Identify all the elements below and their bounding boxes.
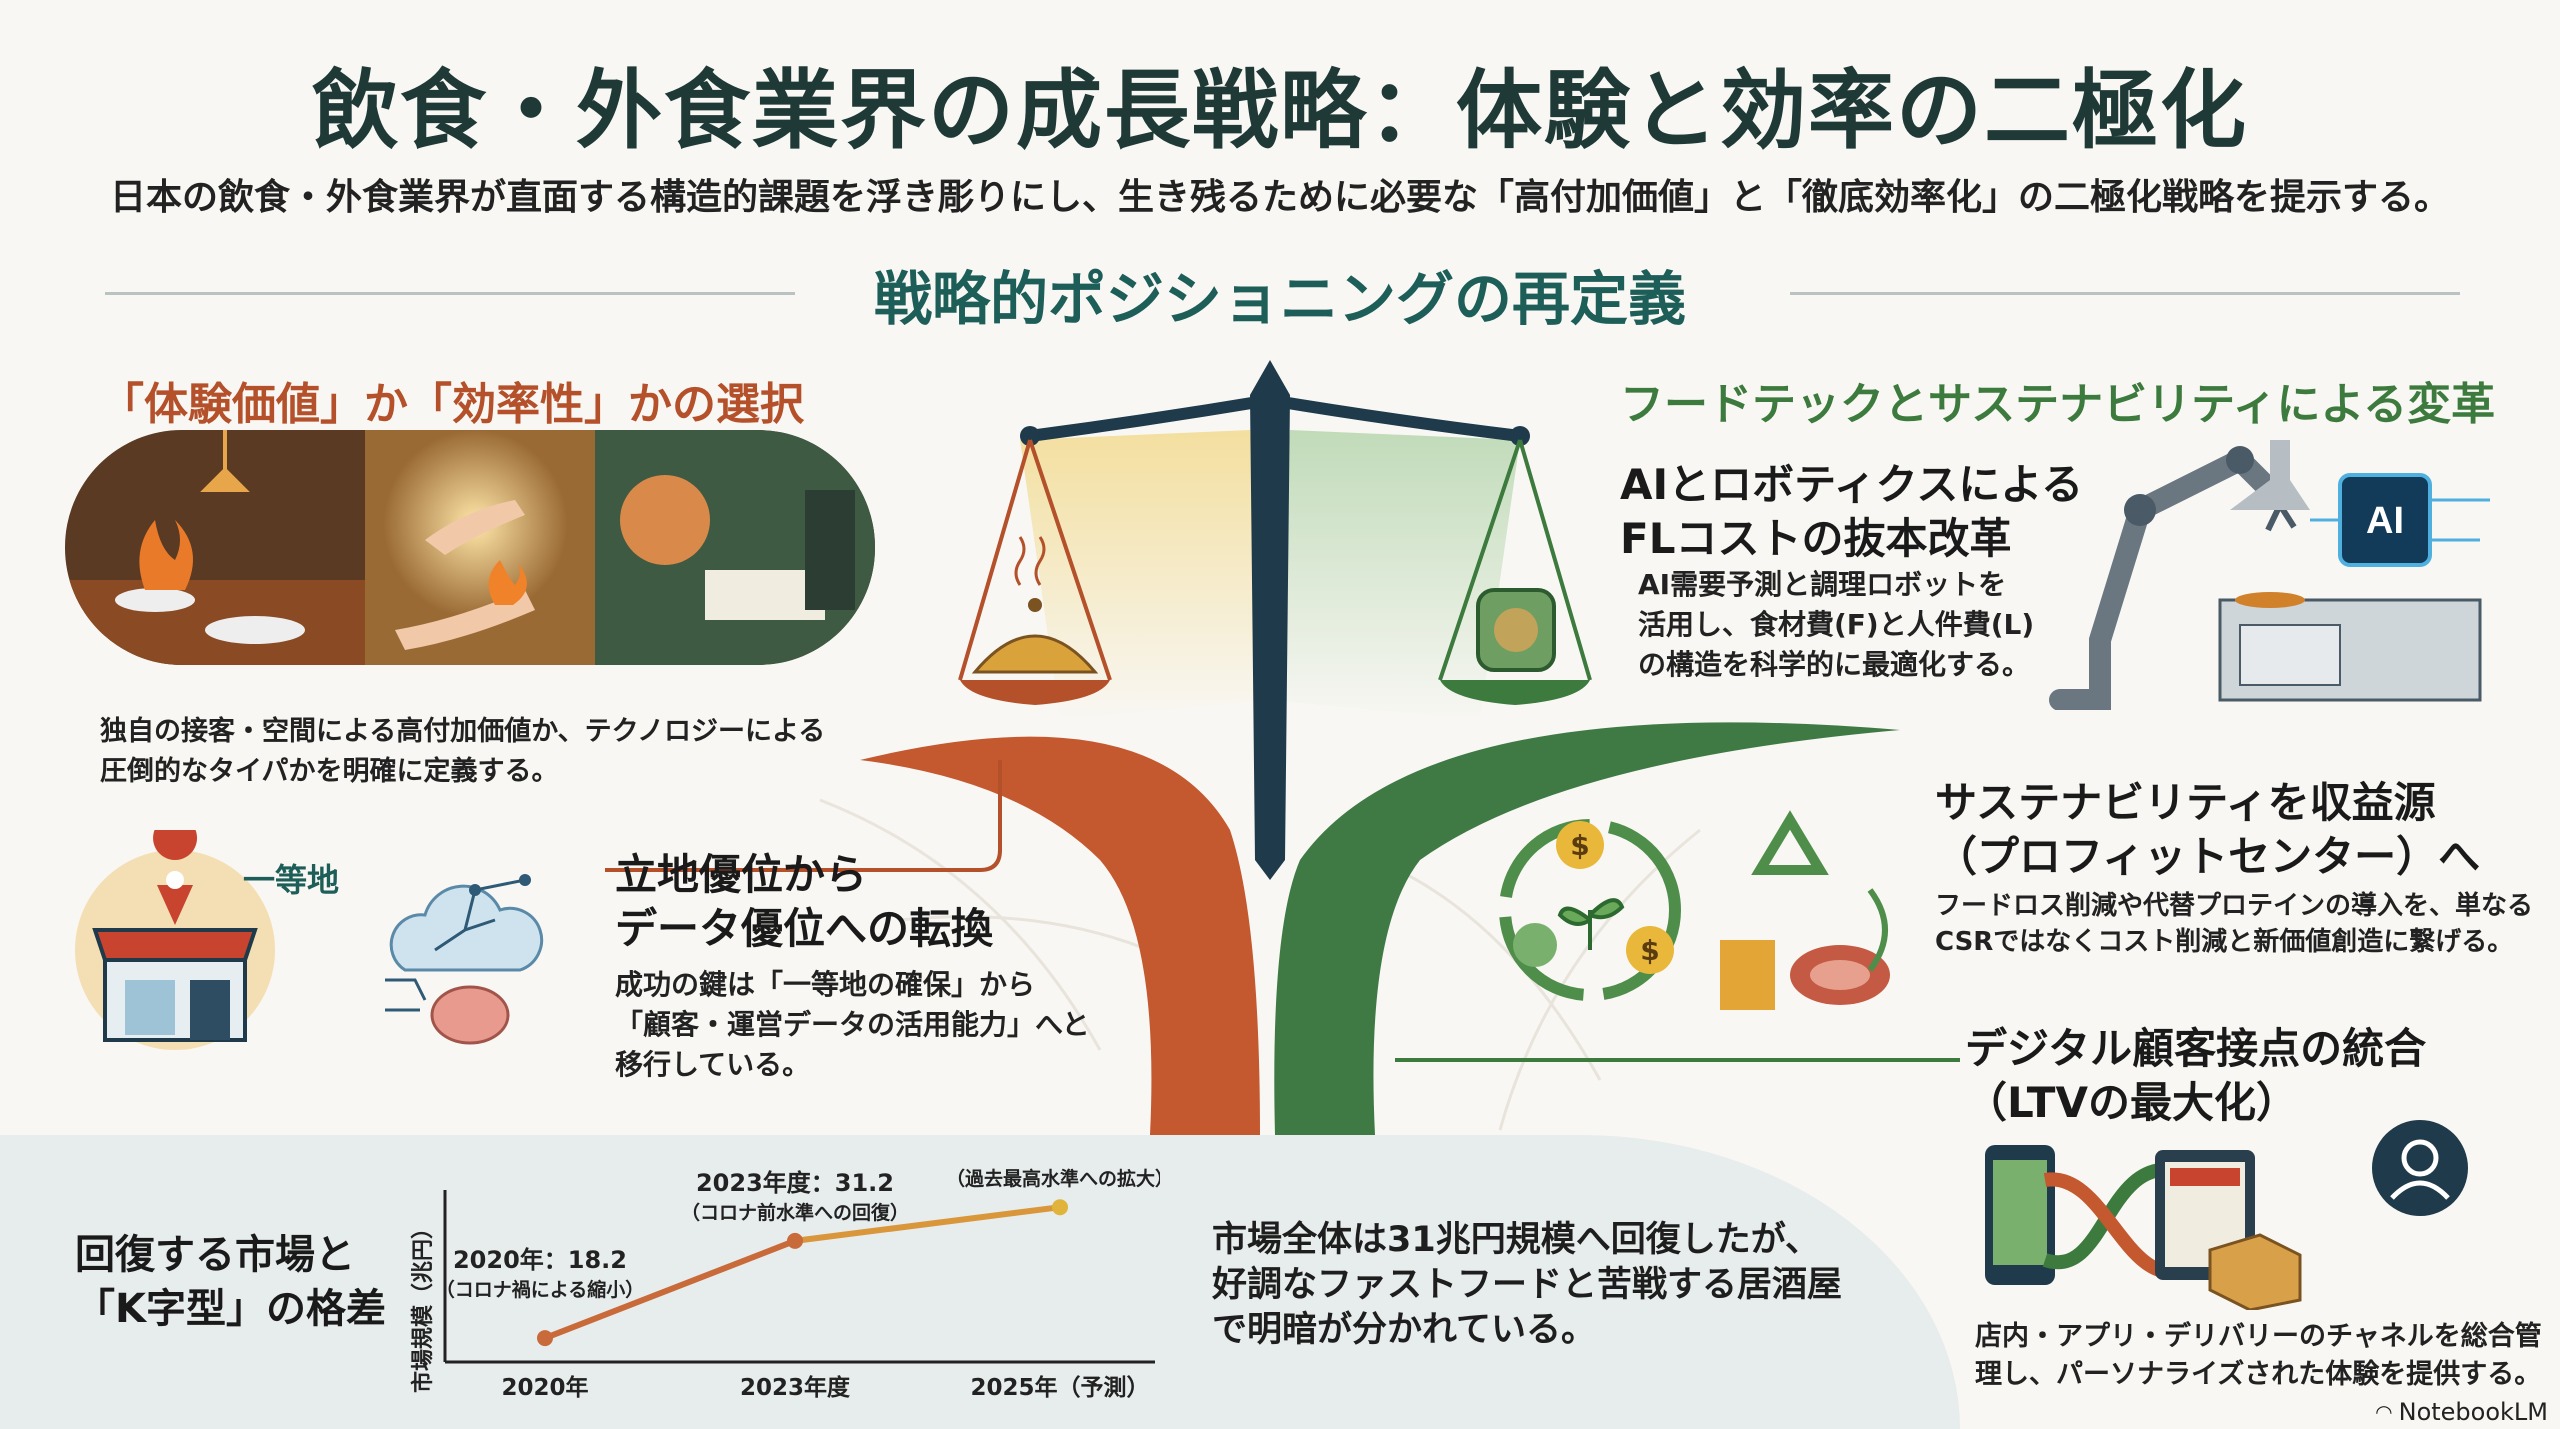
heading-line: デジタル顧客接点の統合 — [1965, 1024, 2427, 1073]
digital-body: 店内・アプリ・デリバリーのチャネルを総合管 理し、パーソナライズされた体験を提供… — [1975, 1318, 2542, 1394]
page-title: 飲食・外食業界の成長戦略：体験と効率の二極化 — [312, 61, 2248, 161]
body-line: AI需要予測と調理ロボットを — [1638, 568, 2007, 601]
divider-left — [105, 292, 795, 295]
page-subtitle: 日本の飲食・外食業界が直面する構造的課題を浮き彫りにし、生き残るために必要な「高… — [109, 177, 2450, 218]
heading-line: 回復する市場と — [75, 1232, 355, 1278]
section-title: 戦略的ポジショニングの再定義 — [873, 265, 1686, 333]
series-line-segment — [792, 1204, 1063, 1244]
heading-line: 立地優位から — [615, 850, 868, 899]
data-label-note: （コロナ前水準への回復） — [681, 1201, 909, 1224]
market-panel — [0, 1135, 1960, 1429]
scale-beam — [1029, 393, 1521, 442]
heading-line: FLコストの抜本改革 — [1620, 514, 2012, 563]
cloud-brain-icon — [385, 874, 544, 1045]
green-road — [1274, 722, 1900, 1135]
desc-line: 独自の接客・空間による高付加価値か、テクノロジーによる — [100, 716, 826, 747]
heading-line: サステナビリティを収益源 — [1935, 778, 2436, 827]
svg-text:$: $ — [1570, 829, 1589, 862]
data-point — [787, 1232, 803, 1249]
robot-kitchen-illustration: AI — [2049, 440, 2490, 710]
series-line-segment — [542, 1237, 798, 1342]
orange-road — [860, 736, 1260, 1135]
svg-text:$: $ — [1640, 934, 1659, 967]
market-summary: 市場全体は31兆円規模へ回復したが、 好調なファストフードと苦戦する居酒屋 で明… — [1212, 1218, 1842, 1353]
summary-line: で明暗が分かれている。 — [1212, 1310, 1596, 1350]
data-label: 2023年度：31.2 — [696, 1169, 894, 1197]
body-line: 「顧客・運営データの活用能力」へと — [615, 1008, 1090, 1041]
x-tick-label: 2025年（予測） — [970, 1374, 1149, 1401]
prime-location-label: 一等地 — [243, 861, 340, 899]
digital-heading: デジタル顧客接点の統合 （LTVの最大化） — [1965, 1022, 2426, 1130]
data-point — [1052, 1199, 1068, 1216]
data-shift-body: 成功の鍵は「一等地の確保」から 「顧客・運営データの活用能力」へと 移行している… — [615, 965, 1090, 1085]
body-line: 活用し、食材費(F)と人件費(L) — [1638, 608, 2035, 641]
sustainability-body: フードロス削減や代替プロテインの導入を、単なる CSRではなくコスト削減と新価値… — [1935, 888, 2533, 960]
brand-label: NotebookLM — [2398, 1398, 2548, 1426]
divider-right — [1790, 292, 2460, 295]
data-label-note: （コロナ禍による縮小） — [436, 1278, 644, 1301]
data-label: 2020年：18.2 — [453, 1246, 627, 1274]
storefront-icon — [75, 830, 275, 1050]
data-label-note: （過去最高水準への拡大） — [946, 1167, 1160, 1190]
body-line: の構造を科学的に最適化する。 — [1638, 648, 2031, 681]
body-line: 店内・アプリ・デリバリーのチャネルを総合管 — [1975, 1321, 2542, 1352]
notebooklm-brand: ◠ NotebookLM — [2375, 1398, 2548, 1426]
heading-line: データ優位への転換 — [615, 904, 994, 953]
heading-line: AIとロボティクスによる — [1620, 460, 2084, 509]
body-line: CSRではなくコスト削減と新価値創造に繋げる。 — [1935, 927, 2514, 957]
omnichannel-devices-icon — [1985, 1145, 2302, 1310]
data-shift-heading: 立地優位から データ優位への転換 — [615, 848, 993, 956]
scale-pillar — [1250, 360, 1290, 880]
desc-line: 圧倒的なタイパかを明確に定義する。 — [100, 756, 559, 787]
avatar-icon — [2372, 1120, 2468, 1216]
x-tick-label: 2023年度 — [740, 1374, 851, 1401]
ai-body: AI需要予測と調理ロボットを 活用し、食材費(F)と人件費(L) の構造を科学的… — [1638, 565, 2034, 685]
body-line: フードロス削減や代替プロテインの導入を、単なる — [1935, 891, 2534, 921]
sustainability-heading: サステナビリティを収益源 （プロフィットセンター）へ — [1935, 776, 2480, 884]
y-axis-label: 市場規模（兆円） — [410, 1217, 436, 1393]
notebooklm-logo-icon: ◠ — [2375, 1400, 2393, 1424]
heading-line: 「K字型」の格差 — [75, 1286, 386, 1332]
sustainability-cycle-icon: $ $ — [1499, 810, 1890, 1010]
left-description: 独自の接客・空間による高付加価値か、テクノロジーによる 圧倒的なタイパかを明確に… — [100, 712, 825, 792]
right-heading: フードテックとサステナビリティによる変革 — [1620, 379, 2496, 430]
cloche-icon — [971, 634, 1099, 674]
ai-heading: AIとロボティクスによる FLコストの抜本改革 — [1620, 458, 2083, 566]
restaurant-illustration — [65, 430, 875, 665]
body-line: 理し、パーソナライズされた体験を提供する。 — [1975, 1359, 2542, 1390]
data-point — [537, 1330, 553, 1347]
x-tick-label: 2020年 — [501, 1374, 588, 1401]
body-line: 成功の鍵は「一等地の確保」から — [615, 968, 1036, 1001]
summary-line: 好調なファストフードと苦戦する居酒屋 — [1212, 1265, 1843, 1305]
left-heading: 「体験価値」か「効率性」かの選択 — [100, 379, 804, 430]
market-size-chart: 市場規模（兆円） 2020年：18.2 （コロナ禍による縮小） 2020年 2023年… — [410, 1167, 1160, 1401]
heading-line: （プロフィットセンター）へ — [1935, 832, 2481, 881]
body-line: 移行している。 — [615, 1048, 811, 1081]
summary-line: 市場全体は31兆円規模へ回復したが、 — [1212, 1220, 1821, 1260]
ai-chip-label: AI — [2366, 500, 2404, 542]
heading-line: （LTVの最大化） — [1965, 1078, 2298, 1127]
market-heading: 回復する市場と 「K字型」の格差 — [75, 1228, 386, 1336]
